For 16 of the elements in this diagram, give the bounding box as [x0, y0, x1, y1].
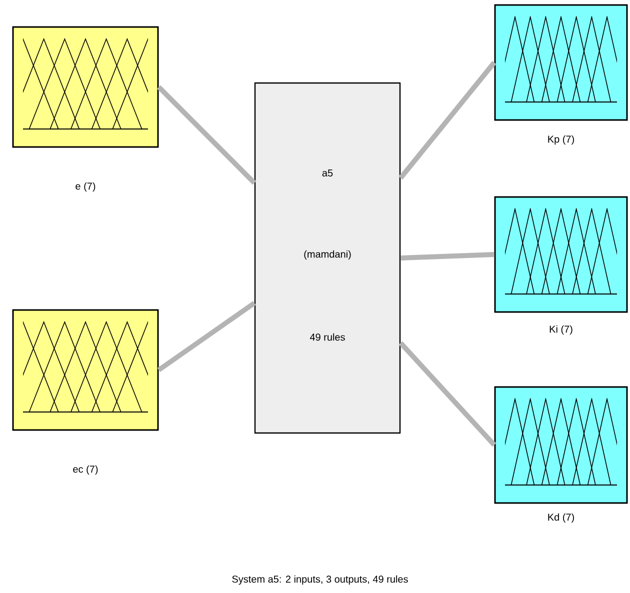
- connector-line: [156, 85, 256, 185]
- variable-box: [494, 4, 628, 145]
- connector-line: [398, 341, 496, 447]
- connector-line: [398, 60, 496, 180]
- connector-line: [157, 300, 256, 372]
- variable-label: e (7): [76, 182, 96, 192]
- caption: System a5: 2 inputs, 3 outputs, 49 rules: [232, 575, 408, 585]
- variable-label: Ki (7): [550, 325, 572, 335]
- variable-box: [12, 26, 159, 192]
- variable-box: [12, 309, 159, 475]
- variable-label: ec (7): [73, 465, 98, 475]
- variable-label: Kp (7): [548, 135, 574, 145]
- connector-line: [400, 252, 494, 260]
- variable-label: Kd (7): [548, 513, 574, 523]
- variable-box: [494, 196, 628, 335]
- variable-box: [494, 386, 628, 523]
